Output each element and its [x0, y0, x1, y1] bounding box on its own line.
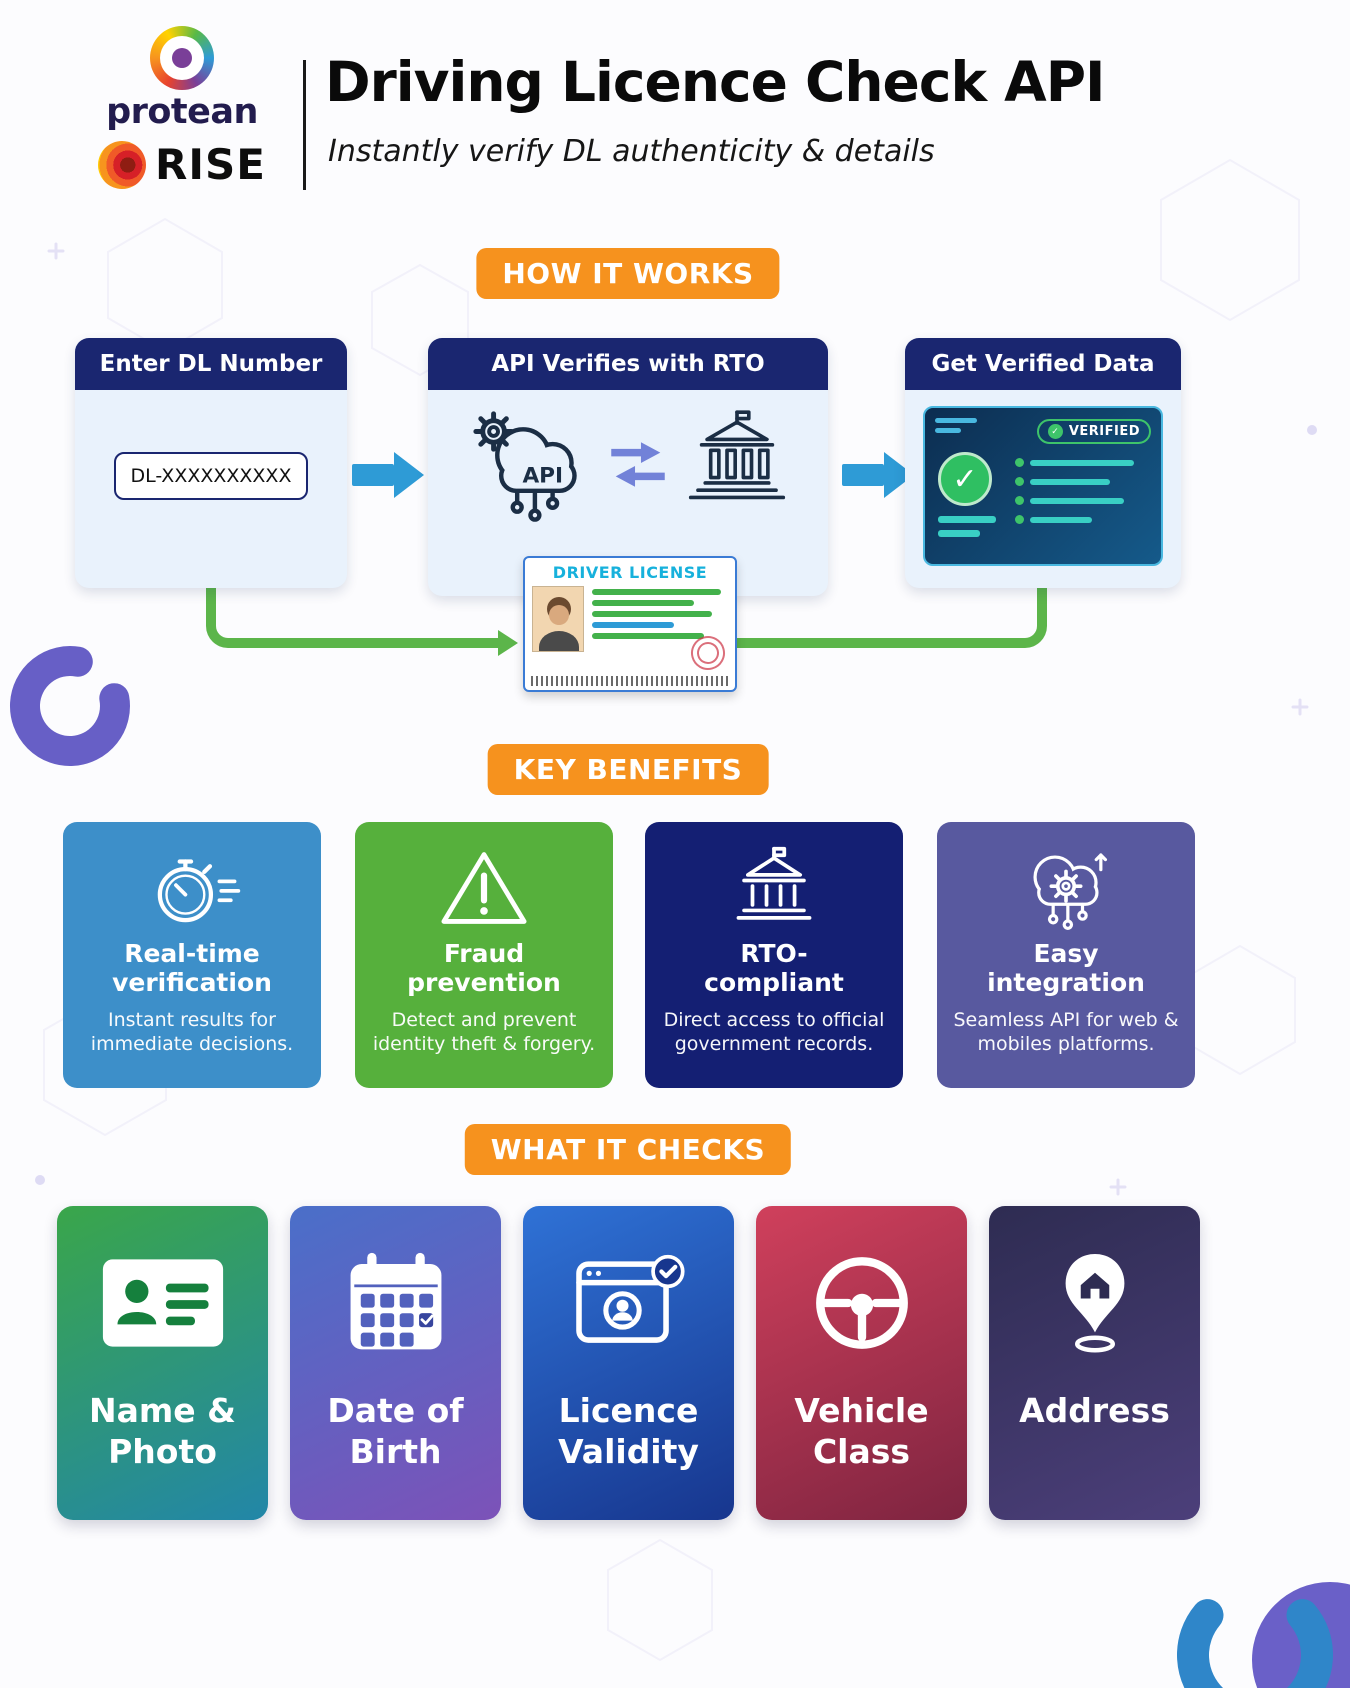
rto-building-icon: [688, 410, 786, 500]
protean-wordmark: protean: [106, 92, 258, 132]
flow-step3-title: Get Verified Data: [905, 338, 1181, 390]
benefit-card-integration: Easy integration Seamless API for web & …: [937, 822, 1195, 1088]
api-cloud-label: API: [522, 464, 563, 489]
flow-step-get-verified: Get Verified Data VERIFIED: [905, 338, 1181, 588]
steering-wheel-icon: [815, 1257, 908, 1349]
license-photo: [532, 586, 584, 652]
flow-step1-title: Enter DL Number: [75, 338, 347, 390]
verified-screen-mockup: VERIFIED: [923, 406, 1163, 566]
flow-step-enter-dl: Enter DL Number DL-XXXXXXXXXX: [75, 338, 347, 588]
house-pin-icon: [1065, 1254, 1124, 1353]
connector-step1-to-license: [206, 588, 506, 648]
license-text-lines: [592, 586, 728, 652]
warning-triangle-icon: [441, 852, 527, 924]
check-label: Vehicle Class: [794, 1391, 929, 1472]
flow-arrow-right-icon: [842, 452, 914, 498]
flow-arrow-right-icon: [352, 452, 424, 498]
benefit-description: Direct access to official government rec…: [663, 1008, 885, 1056]
benefit-title: Fraud prevention: [407, 939, 561, 997]
rise-logo-icon: [98, 140, 147, 189]
check-label: Licence Validity: [558, 1391, 699, 1472]
check-label: Name & Photo: [89, 1391, 236, 1472]
section-badge-what-it-checks: WHAT IT CHECKS: [464, 1124, 792, 1175]
government-bank-icon: [736, 846, 812, 920]
flow-step-api-verifies: API Verifies with RTO: [428, 338, 828, 596]
page-title: Driving Licence Check API: [325, 50, 1106, 114]
section-badge-how-it-works: HOW IT WORKS: [476, 248, 780, 299]
flow-step2-title: API Verifies with RTO: [428, 338, 828, 390]
id-card-icon: [102, 1259, 223, 1347]
rise-wordmark: RISE: [155, 140, 266, 189]
calendar-icon: [350, 1252, 441, 1350]
check-card-licence-validity: Licence Validity: [523, 1206, 734, 1520]
check-circle-icon: [938, 452, 992, 506]
benefit-title: RTO-compliant: [704, 939, 844, 997]
verified-badge-label: VERIFIED: [1068, 424, 1140, 439]
check-label: Date of Birth: [327, 1391, 464, 1472]
browser-check-icon: [575, 1254, 685, 1343]
protean-logo-icon: [150, 26, 214, 90]
api-cloud-icon: API: [473, 411, 577, 522]
page-subtitle: Instantly verify DL authenticity & detai…: [328, 134, 935, 169]
license-barcode: [531, 676, 729, 686]
check-card-name-photo: Name & Photo: [57, 1206, 268, 1520]
check-label: Address: [1019, 1391, 1170, 1430]
benefit-description: Detect and prevent identity theft & forg…: [372, 1008, 596, 1056]
section-badge-key-benefits: KEY BENEFITS: [487, 744, 769, 795]
benefit-description: Seamless API for web & mobiles platforms…: [953, 1008, 1179, 1056]
connector-step3-to-license: [737, 588, 1047, 648]
cloud-gear-icon: [1033, 853, 1108, 930]
benefit-title: Easy integration: [987, 939, 1145, 997]
verified-badge: VERIFIED: [1036, 419, 1151, 444]
stopwatch-icon: [157, 859, 241, 923]
check-icon: [1047, 424, 1063, 439]
verified-data-rows: [1015, 458, 1151, 534]
check-card-date-of-birth: Date of Birth: [290, 1206, 501, 1520]
data-exchange-arrows-icon: [611, 442, 665, 487]
dl-number-input: DL-XXXXXXXXXX: [114, 452, 308, 500]
benefit-card-rto: RTO-compliant Direct access to official …: [645, 822, 903, 1088]
check-card-address: Address: [989, 1206, 1200, 1520]
driver-license-card: DRIVER LICENSE: [523, 556, 737, 692]
brand-block: protean RISE: [68, 26, 296, 189]
connector-arrowhead-icon: [498, 630, 518, 656]
check-card-vehicle-class: Vehicle Class: [756, 1206, 967, 1520]
header-divider: [303, 60, 306, 190]
benefit-card-fraud: Fraud prevention Detect and prevent iden…: [355, 822, 613, 1088]
benefit-description: Instant results for immediate decisions.: [90, 1008, 294, 1056]
benefit-card-realtime: Real-time verification Instant results f…: [63, 822, 321, 1088]
benefit-title: Real-time verification: [112, 939, 272, 997]
rise-logo-row: RISE: [68, 140, 296, 189]
driver-license-title: DRIVER LICENSE: [552, 563, 708, 582]
